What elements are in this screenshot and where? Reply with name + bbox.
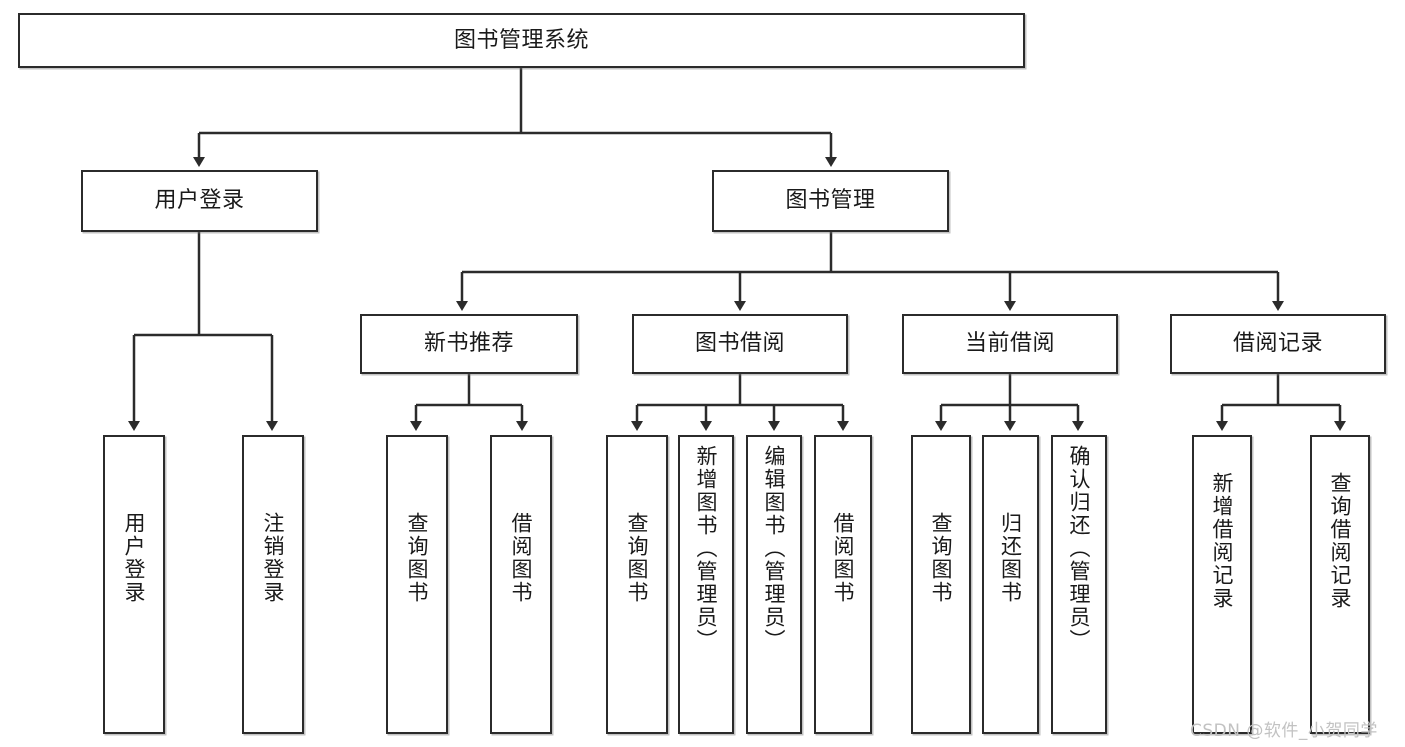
watermark-csdn: CSDN @软件_小贺同学 bbox=[1190, 721, 1378, 741]
node-label: 借阅图书 bbox=[831, 512, 856, 604]
node-label: 新书推荐 bbox=[423, 331, 514, 357]
node-label: 用户登录 bbox=[154, 188, 245, 214]
leaf-current-query-book[interactable]: 查询图书 bbox=[911, 435, 971, 734]
leaf-record-add-borrow-record[interactable]: 新增借阅记录 bbox=[1192, 435, 1252, 734]
node-label: 新增图书（管理员） bbox=[694, 445, 719, 652]
node-label: 图书管理 bbox=[785, 188, 876, 214]
node-label: 编辑图书（管理员） bbox=[762, 445, 787, 652]
leaf-user-logout[interactable]: 注销登录 bbox=[242, 435, 304, 734]
leaf-current-confirm-return-admin[interactable]: 确认归还（管理员） bbox=[1051, 435, 1107, 734]
leaf-borrow-query-book[interactable]: 查询图书 bbox=[606, 435, 668, 734]
node-label: 查询图书 bbox=[625, 512, 650, 604]
node-label: 查询图书 bbox=[405, 512, 430, 604]
node-label: 注销登录 bbox=[261, 512, 286, 604]
leaf-user-login[interactable]: 用户登录 bbox=[103, 435, 165, 734]
node-label: 借阅记录 bbox=[1232, 331, 1323, 357]
node-label: 借阅图书 bbox=[509, 512, 534, 604]
node-label: 查询借阅记录 bbox=[1328, 472, 1353, 610]
node-label: 图书借阅 bbox=[694, 331, 785, 357]
node-label: 当前借阅 bbox=[964, 331, 1055, 357]
node-book-management[interactable]: 图书管理 bbox=[712, 170, 949, 232]
node-label: 图书管理系统 bbox=[453, 27, 589, 53]
node-label: 确认归还（管理员） bbox=[1067, 445, 1092, 652]
leaf-borrow-borrow-book[interactable]: 借阅图书 bbox=[814, 435, 872, 734]
node-book-borrow[interactable]: 图书借阅 bbox=[632, 314, 848, 374]
leaf-recommend-borrow-book[interactable]: 借阅图书 bbox=[490, 435, 552, 734]
node-label: 查询图书 bbox=[929, 512, 954, 604]
node-current-borrow[interactable]: 当前借阅 bbox=[902, 314, 1118, 374]
node-label: 新增借阅记录 bbox=[1210, 472, 1235, 610]
node-label: 用户登录 bbox=[122, 512, 147, 604]
leaf-borrow-edit-book-admin[interactable]: 编辑图书（管理员） bbox=[746, 435, 802, 734]
leaf-record-query-borrow-record[interactable]: 查询借阅记录 bbox=[1310, 435, 1370, 734]
leaf-borrow-add-book-admin[interactable]: 新增图书（管理员） bbox=[678, 435, 734, 734]
node-user-login[interactable]: 用户登录 bbox=[81, 170, 318, 232]
leaf-recommend-query-book[interactable]: 查询图书 bbox=[386, 435, 448, 734]
node-root-book-management-system[interactable]: 图书管理系统 bbox=[18, 13, 1025, 68]
leaf-current-return-book[interactable]: 归还图书 bbox=[982, 435, 1039, 734]
node-label: 归还图书 bbox=[998, 512, 1023, 604]
node-borrow-record[interactable]: 借阅记录 bbox=[1170, 314, 1386, 374]
node-new-book-recommend[interactable]: 新书推荐 bbox=[360, 314, 578, 374]
